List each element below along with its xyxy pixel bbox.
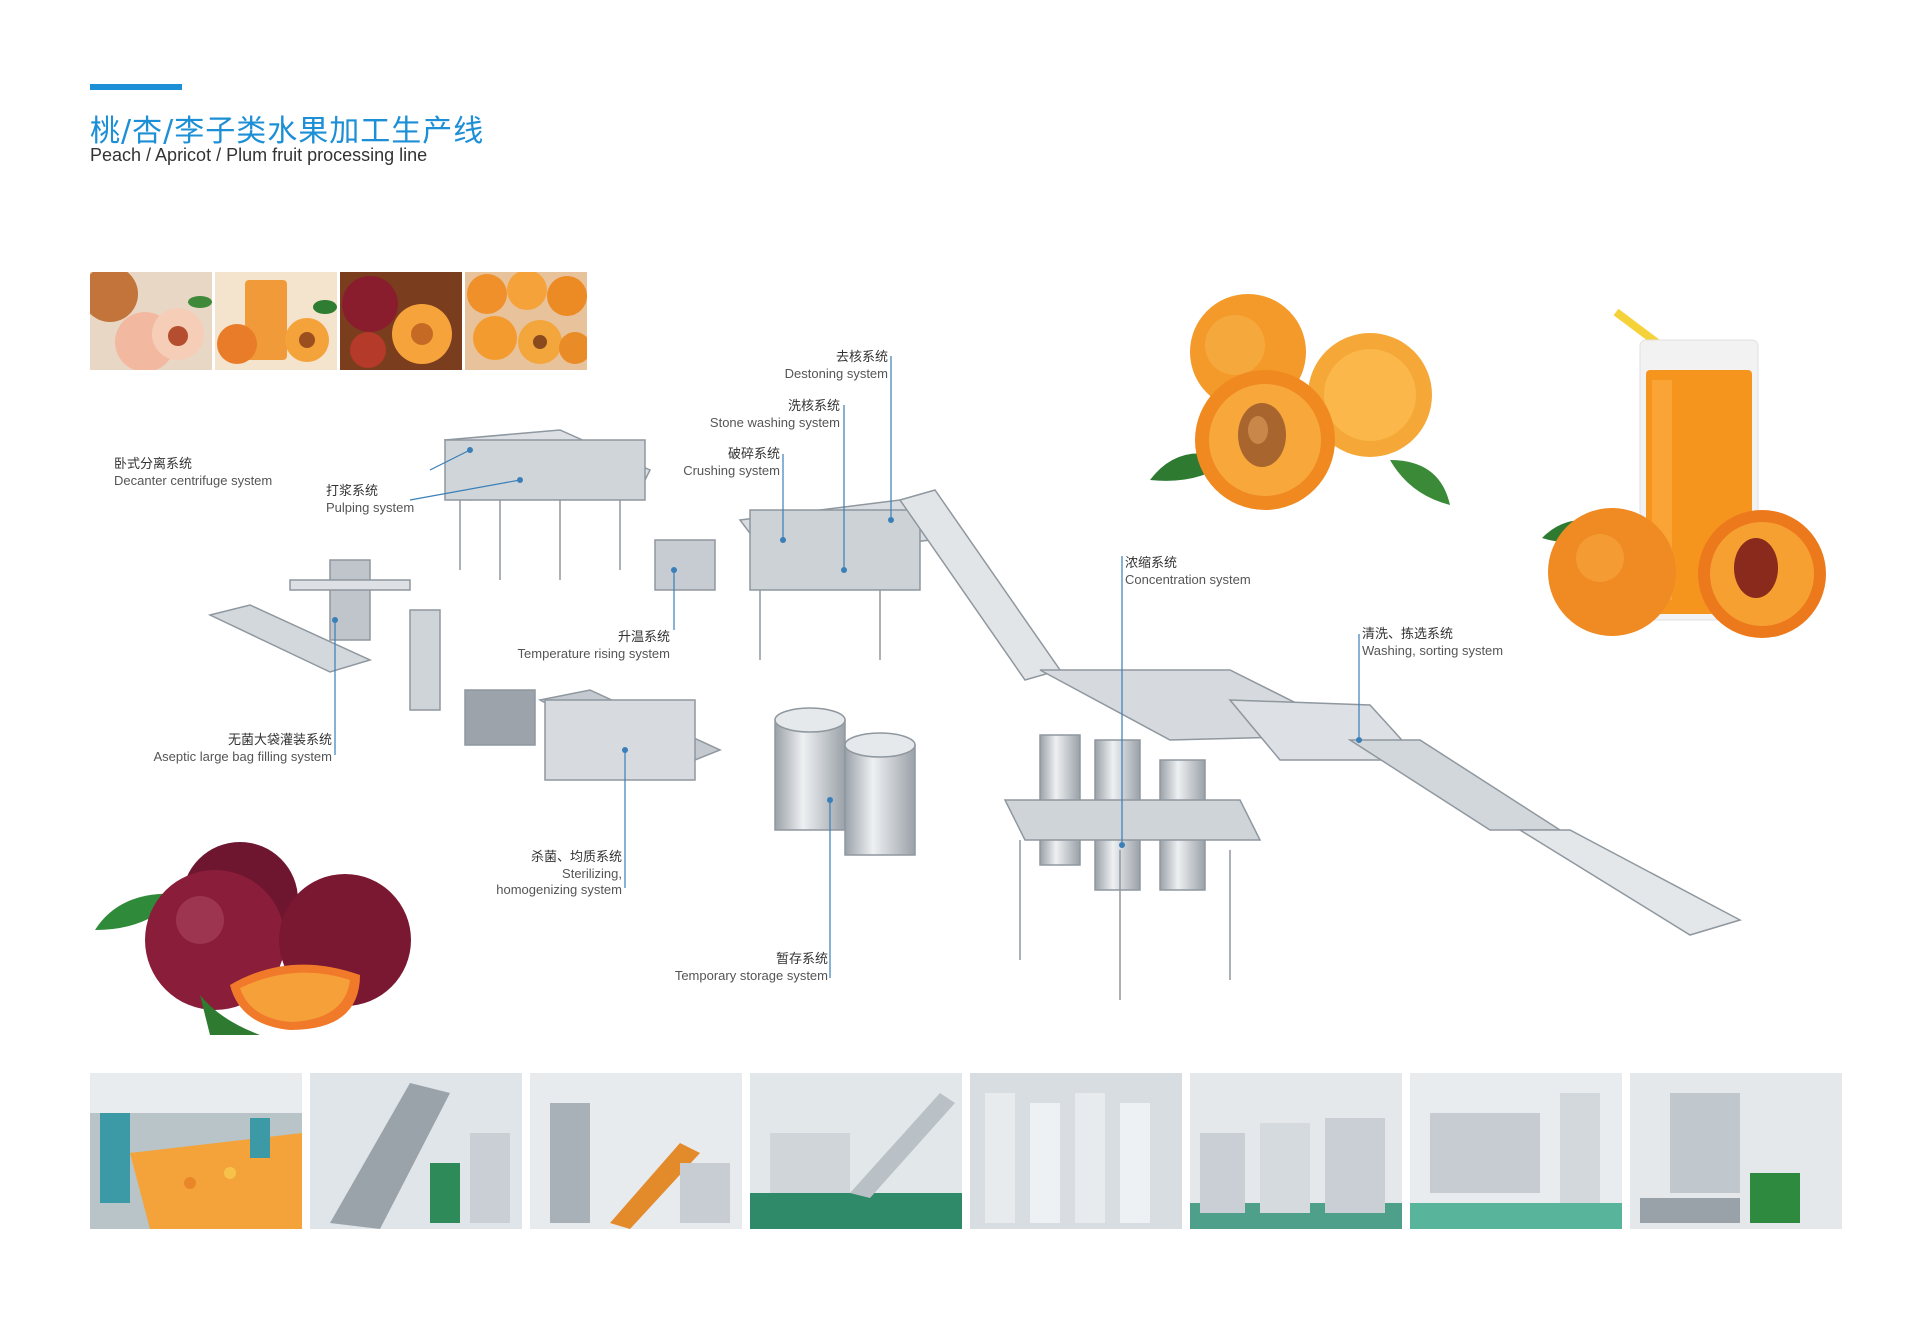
- callout-pulping: 打浆系统 Pulping system: [326, 484, 456, 516]
- callout-destoning-en: Destoning system: [784, 365, 888, 381]
- apricot-pile-photo: [465, 272, 587, 370]
- callout-storage-en: Temporary storage system: [674, 967, 828, 983]
- callout-crushing-cn: 破碎系统: [727, 447, 780, 462]
- page-title-en: Peach / Apricot / Plum fruit processing …: [90, 145, 428, 165]
- evaporator-photo: [970, 1073, 1182, 1229]
- plum-slices-photo: [340, 272, 462, 370]
- callout-destoning-cn: 去核系统: [835, 350, 888, 365]
- elevator-conveyor-photo: [310, 1073, 522, 1229]
- callout-concentration: 浓缩系统 Concentration system: [1125, 556, 1275, 588]
- apricot-juice-photo: [215, 272, 337, 370]
- apricot-halves-photo: [1140, 290, 1460, 520]
- callout-decanter-en: Decanter centrifuge system: [114, 472, 273, 488]
- callout-stone-washing-en: Stone washing system: [709, 414, 840, 430]
- sorting-line-photo: [90, 1073, 302, 1229]
- callout-aseptic-cn: 无菌大袋灌装系统: [227, 733, 332, 748]
- callout-washing-cn: 清洗、拣选系统: [1362, 627, 1454, 642]
- callout-aseptic-en: Aseptic large bag filling system: [153, 748, 332, 764]
- callout-temperature-cn: 升温系统: [617, 630, 670, 645]
- page-title-cn: 桃/杏/李子类水果加工生产线: [90, 114, 485, 149]
- callout-temperature-en: Temperature rising system: [517, 645, 670, 661]
- callout-sterilizing: 杀菌、均质系统 Sterilizing, homogenizing system: [470, 850, 622, 898]
- callout-stone-washing-cn: 洗核系统: [787, 399, 840, 414]
- callout-crushing-en: Crushing system: [683, 462, 780, 478]
- storage-tanks-photo: [1190, 1073, 1402, 1229]
- callout-concentration-en: Concentration system: [1125, 571, 1251, 587]
- callout-stone-washing: 洗核系统 Stone washing system: [680, 399, 840, 431]
- callout-decanter-cn: 卧式分离系统: [114, 457, 193, 472]
- destoning-area-photo: [750, 1073, 962, 1229]
- peach-halves-photo: [90, 272, 212, 370]
- callout-crushing: 破碎系统 Crushing system: [660, 447, 780, 479]
- callout-sterilizing-en2: homogenizing system: [496, 881, 622, 897]
- callout-temperature: 升温系统 Temperature rising system: [500, 630, 670, 662]
- callout-concentration-cn: 浓缩系统: [1125, 556, 1178, 571]
- callout-aseptic: 无菌大袋灌装系统 Aseptic large bag filling syste…: [130, 733, 332, 765]
- callout-pulping-cn: 打浆系统: [326, 484, 379, 499]
- callout-destoning: 去核系统 Destoning system: [760, 350, 888, 382]
- callout-washing: 清洗、拣选系统 Washing, sorting system: [1362, 627, 1542, 659]
- callout-decanter: 卧式分离系统 Decanter centrifuge system: [114, 457, 314, 489]
- callout-sterilizing-cn: 杀菌、均质系统: [530, 850, 622, 865]
- crushing-area-photo: [530, 1073, 742, 1229]
- callout-sterilizing-en1: Sterilizing,: [562, 865, 622, 881]
- juice-glass-photo: [1530, 300, 1840, 650]
- callout-storage-cn: 暂存系统: [775, 952, 828, 967]
- callout-pulping-en: Pulping system: [326, 499, 415, 515]
- sterilizer-photo: [1410, 1073, 1622, 1229]
- callout-washing-en: Washing, sorting system: [1362, 642, 1504, 658]
- aseptic-filler-photo: [1630, 1073, 1842, 1229]
- callout-storage: 暂存系统 Temporary storage system: [660, 952, 828, 984]
- plum-photo: [90, 830, 430, 1040]
- title-accent-bar: [90, 84, 182, 90]
